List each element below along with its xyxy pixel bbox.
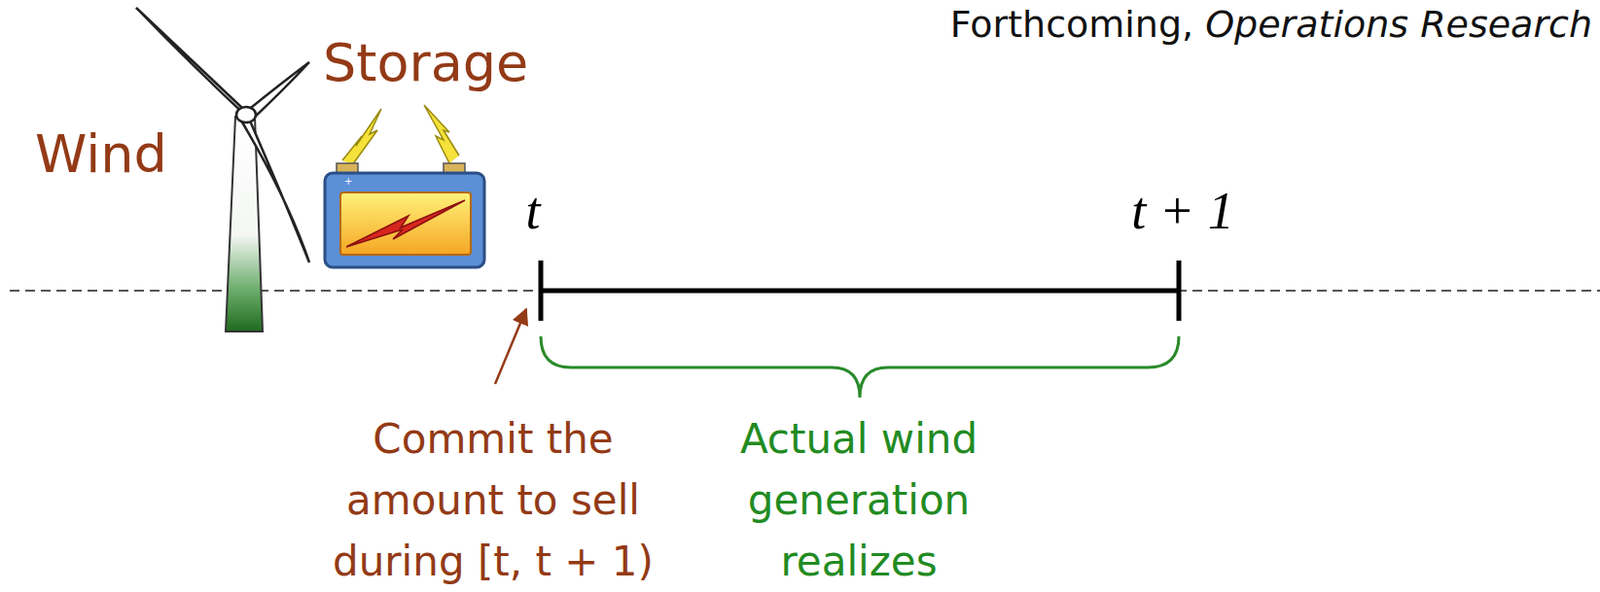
period-segment <box>540 288 1179 294</box>
pointer-arrow <box>495 309 527 385</box>
commit-note: Commit the amount to sell during [t, t +… <box>306 408 680 592</box>
realize-note: Actual wind generation realizes <box>693 408 1025 592</box>
storage-label: Storage <box>322 33 529 94</box>
battery-icon: + <box>324 105 485 268</box>
svg-text:+: + <box>344 176 353 187</box>
journal-name: Operations Research <box>1205 3 1593 47</box>
curly-brace <box>540 336 1179 398</box>
wind-label: Wind <box>35 124 168 185</box>
time-mark: t <box>525 180 540 242</box>
time-mark: t + 1 <box>1131 180 1234 242</box>
tick-mark <box>1176 260 1182 321</box>
tick-mark <box>538 260 544 321</box>
citation-text: Forthcoming, <box>950 3 1194 47</box>
